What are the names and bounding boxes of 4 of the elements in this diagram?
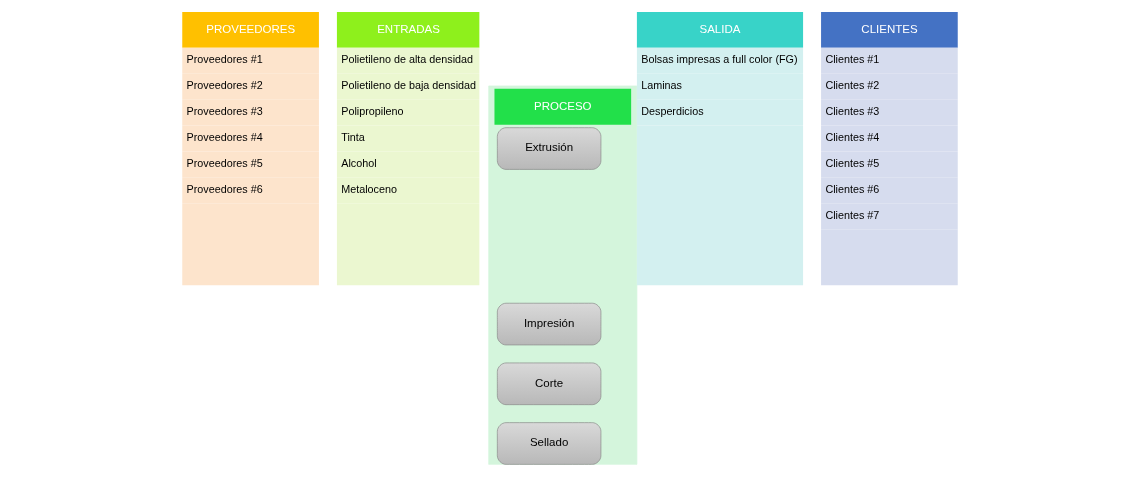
- node-box: Sellado: [496, 421, 602, 465]
- node-box: Corte: [496, 362, 602, 405]
- node-box: Extrusión: [496, 126, 602, 170]
- node-box: Impresión: [496, 302, 602, 345]
